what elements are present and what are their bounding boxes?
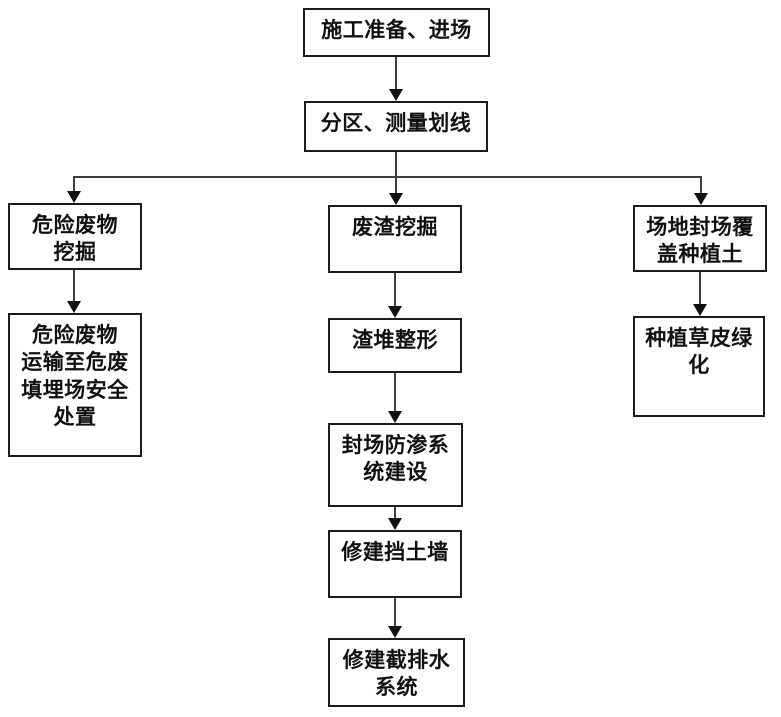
arrowhead-shaping-to-antiseepage <box>388 411 402 423</box>
node-hazwaste-transport-label: 危险废物 运输至危废 填埋场安全 处置 <box>21 323 129 429</box>
arrowhead-cover-soil-to-turf <box>693 304 707 316</box>
arrowhead-branch-to-hazwaste-excavation <box>67 191 81 203</box>
arrowhead-slag-excavation-to-shaping <box>388 306 402 318</box>
arrowhead-hazwaste-excavation-to-transport <box>67 301 81 313</box>
node-turf-greening-label: 种植草皮绿 化 <box>645 326 753 378</box>
connector-branch-to-cover-planting-soil <box>700 176 702 194</box>
node-antiseepage-system: 封场防渗系 统建设 <box>328 423 463 507</box>
node-cover-planting-soil-label: 场地封场覆 盖种植土 <box>646 215 754 267</box>
node-drainage-system: 修建截排水 系统 <box>328 638 465 707</box>
connector-cover-soil-to-turf <box>699 272 701 305</box>
node-zoning-label: 分区、测量划线 <box>320 111 472 135</box>
connector-zoning-branch-stem <box>395 152 397 178</box>
node-prep: 施工准备、进场 <box>303 8 490 57</box>
connector-retaining-wall-to-drainage <box>394 598 396 627</box>
connector-hazwaste-excavation-to-transport <box>73 270 75 302</box>
node-slag-shaping-label: 渣堆整形 <box>352 328 438 352</box>
arrowhead-prep-to-zoning <box>389 89 403 101</box>
node-hazwaste-excavation-label: 危险废物 挖掘 <box>32 213 118 265</box>
node-drainage-system-label: 修建截排水 系统 <box>342 648 451 700</box>
node-zoning: 分区、测量划线 <box>304 101 488 152</box>
node-slag-shaping: 渣堆整形 <box>328 318 462 373</box>
connector-branch-to-slag-excavation <box>395 178 397 194</box>
node-slag-excavation-label: 废渣挖掘 <box>352 215 438 239</box>
node-hazwaste-excavation: 危险废物 挖掘 <box>8 203 142 270</box>
connector-branch-horizontal <box>73 176 702 178</box>
node-prep-label: 施工准备、进场 <box>321 18 472 42</box>
connector-prep-to-zoning <box>395 57 397 90</box>
node-turf-greening: 种植草皮绿 化 <box>633 316 765 417</box>
arrowhead-retaining-wall-to-drainage <box>388 626 402 638</box>
connector-shaping-to-antiseepage <box>394 373 396 412</box>
arrowhead-branch-to-slag-excavation <box>389 193 403 205</box>
arrowhead-branch-to-cover-planting-soil <box>694 193 708 205</box>
connector-branch-to-hazwaste-excavation <box>73 176 75 192</box>
node-slag-excavation: 废渣挖掘 <box>328 205 462 273</box>
arrowhead-antiseepage-to-retaining-wall <box>388 518 402 530</box>
node-cover-planting-soil: 场地封场覆 盖种植土 <box>633 205 767 272</box>
node-retaining-wall-label: 修建挡土墙 <box>341 540 449 564</box>
node-hazwaste-transport: 危险废物 运输至危废 填埋场安全 处置 <box>8 313 142 457</box>
node-antiseepage-system-label: 封场防渗系 统建设 <box>341 433 450 485</box>
node-retaining-wall: 修建挡土墙 <box>328 530 462 598</box>
connector-antiseepage-to-retaining-wall <box>394 507 396 519</box>
connector-slag-excavation-to-shaping <box>394 273 396 307</box>
